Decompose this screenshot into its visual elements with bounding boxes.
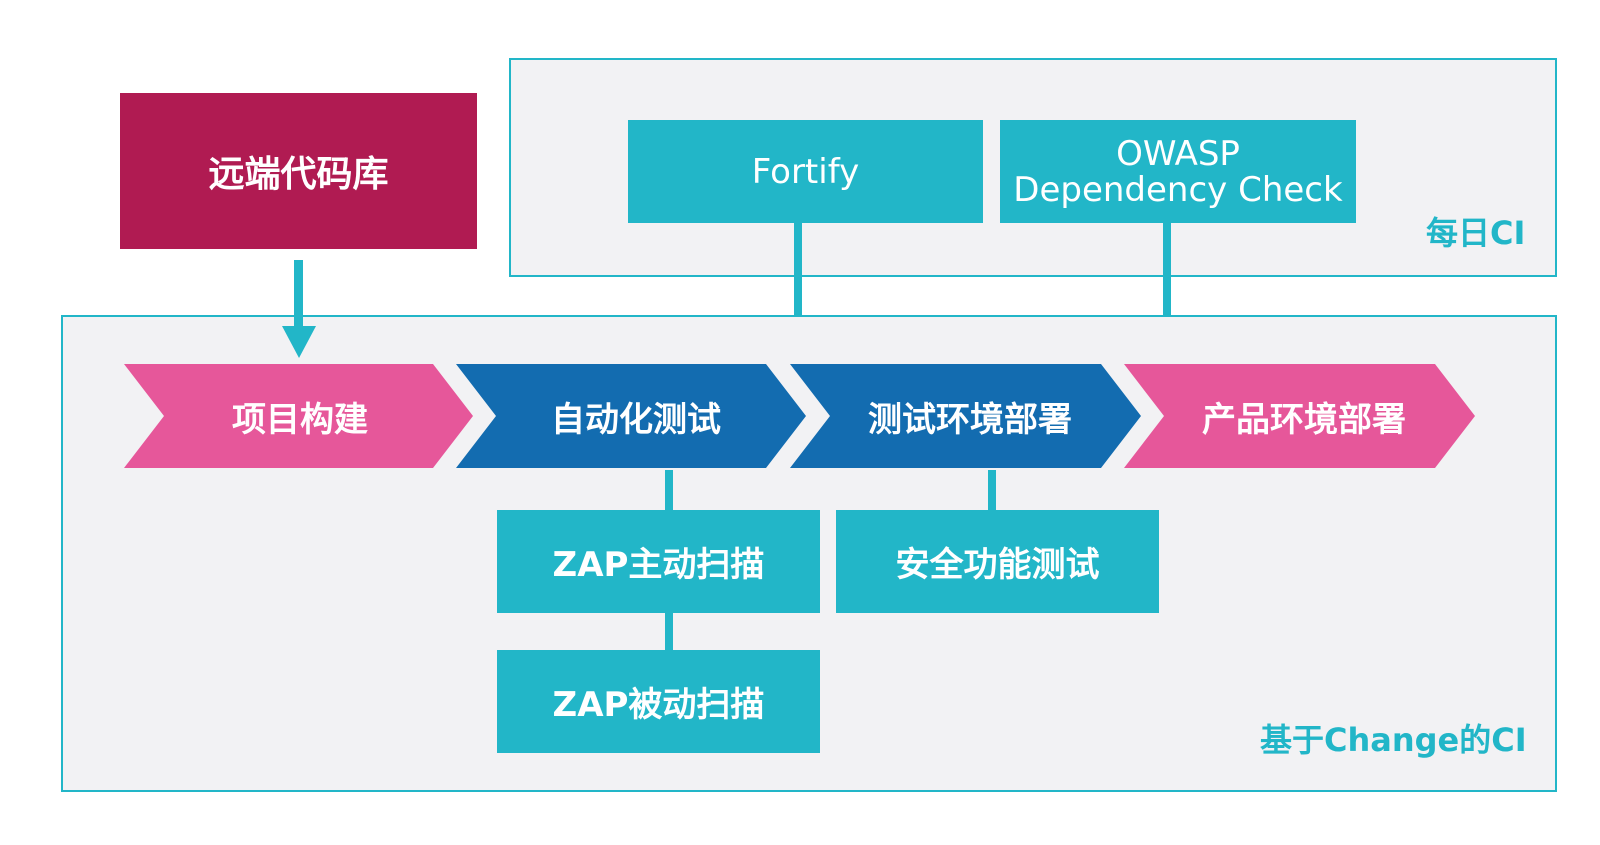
zap-active-scan-label: ZAP主动扫描 [552, 545, 765, 585]
stage-test-deploy-label: 测试环境部署 [868, 399, 1072, 440]
stage-autotest: 自动化测试 [496, 364, 776, 468]
security-function-test-label: 安全功能测试 [895, 545, 1100, 585]
daily-ci-label: 每日CI [1426, 214, 1526, 252]
stage-prod-deploy-label: 产品环境部署 [1202, 399, 1406, 440]
fortify-connector [794, 222, 802, 317]
autotest-connector [665, 470, 673, 512]
owasp-label-line1: OWASP [1116, 133, 1240, 174]
stage-test-deploy: 测试环境部署 [830, 364, 1110, 468]
stage-prod-deploy: 产品环境部署 [1164, 364, 1444, 468]
zap-passive-scan-label: ZAP被动扫描 [552, 685, 765, 725]
zap-active-passive-connector [665, 612, 673, 652]
owasp-box: OWASP Dependency Check [1000, 120, 1356, 223]
stage-autotest-shape [456, 364, 806, 468]
owasp-connector [1163, 222, 1171, 317]
stage-prod-deploy-shape [1124, 364, 1475, 468]
stage-autotest-label: 自动化测试 [551, 399, 721, 440]
zap-active-scan-box: ZAP主动扫描 [497, 510, 820, 613]
repo-arrow-head [282, 326, 316, 358]
zap-passive-scan-box: ZAP被动扫描 [497, 650, 820, 753]
owasp-label-line2: Dependency Check [1013, 169, 1343, 210]
stage-test-deploy-shape [790, 364, 1141, 468]
remote-repo-label: 远端代码库 [208, 154, 389, 195]
test-deploy-connector [988, 470, 996, 512]
fortify-label: Fortify [751, 151, 860, 192]
remote-repo-box: 远端代码库 [120, 93, 477, 249]
repo-arrow-shaft [294, 260, 303, 328]
stage-build-label: 项目构建 [232, 399, 368, 440]
stage-build: 项目构建 [160, 364, 440, 468]
stage-build-shape [124, 364, 473, 468]
change-ci-label: 基于Change的CI [1260, 721, 1527, 759]
fortify-box: Fortify [628, 120, 983, 223]
security-function-test-box: 安全功能测试 [836, 510, 1159, 613]
